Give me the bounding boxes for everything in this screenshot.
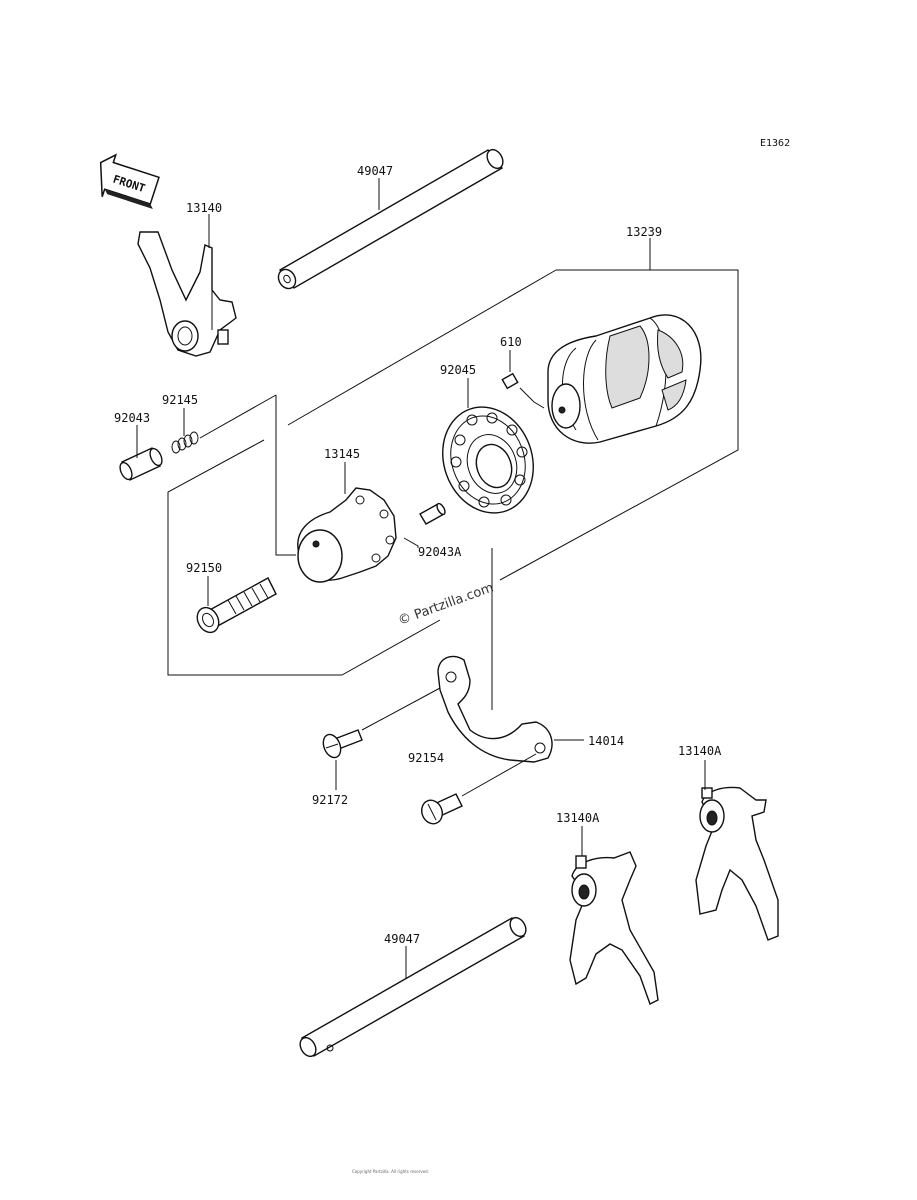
shift-fork-13140a-mid — [569, 851, 659, 1005]
part-label-14014: 14014 — [588, 734, 624, 748]
dowel-pin-610 — [501, 372, 519, 390]
part-label-92045: 92045 — [440, 363, 476, 377]
part-label-92043: 92043 — [114, 411, 150, 425]
front-arrow-icon: FRONT — [99, 153, 160, 210]
shift-drum — [547, 314, 702, 444]
part-label-13140a-mid: 13140A — [556, 811, 600, 825]
part-label-13140: 13140 — [186, 201, 222, 215]
part-label-49047-top: 49047 — [357, 164, 393, 178]
spring-92145 — [171, 431, 199, 454]
bolt-92154 — [420, 793, 463, 825]
part-label-13145: 13145 — [324, 447, 360, 461]
screw-92172 — [322, 729, 363, 759]
positioning-plate-14014 — [437, 655, 553, 763]
bolt-92150 — [196, 577, 277, 634]
part-label-92150: 92150 — [186, 561, 222, 575]
part-label-13140a-right: 13140A — [678, 744, 722, 758]
part-label-92043a: 92043A — [418, 545, 462, 559]
shift-fork-13140 — [137, 231, 237, 357]
part-label-92145: 92145 — [162, 393, 198, 407]
shift-fork-13140a-right — [695, 786, 779, 941]
part-label-92172: 92172 — [312, 793, 348, 807]
part-label-610: 610 — [500, 335, 522, 349]
watermark: © Partzilla.com — [396, 580, 495, 628]
footer-copyright: Copyright Partzilla. All rights reserved… — [352, 1169, 429, 1174]
ball-bearing-92045 — [442, 406, 534, 514]
part-label-49047-bottom: 49047 — [384, 932, 420, 946]
shift-drum-cam-13145 — [297, 487, 397, 583]
shift-rod-top — [277, 148, 504, 290]
part-label-13239: 13239 — [626, 225, 662, 239]
pin-92043 — [119, 447, 163, 481]
ref-code: E1362 — [760, 138, 790, 149]
part-label-92154: 92154 — [408, 751, 444, 765]
shift-rod-bottom — [299, 916, 527, 1058]
pin-92043a — [419, 502, 446, 525]
